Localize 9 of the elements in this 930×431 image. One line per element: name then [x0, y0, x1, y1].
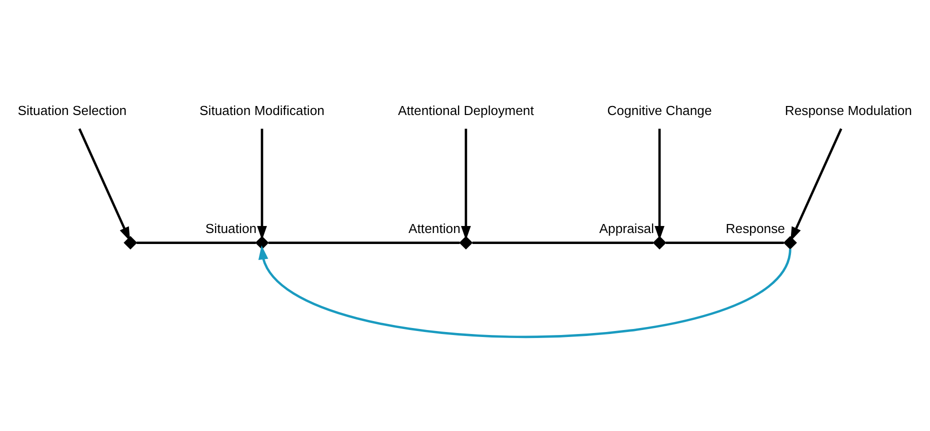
- node-label: Response: [726, 220, 785, 236]
- node-label: Situation: [205, 220, 257, 236]
- node-text: Situation Selection: [18, 102, 127, 118]
- node-text: Attentional Deployment: [398, 102, 534, 118]
- node-label: Attention: [408, 220, 460, 236]
- node-label: Appraisal: [599, 220, 654, 236]
- node-text: Response Modulation: [784, 102, 912, 118]
- node-text: Situation Modification: [200, 102, 324, 118]
- node-text: Cognitive Change: [607, 102, 712, 118]
